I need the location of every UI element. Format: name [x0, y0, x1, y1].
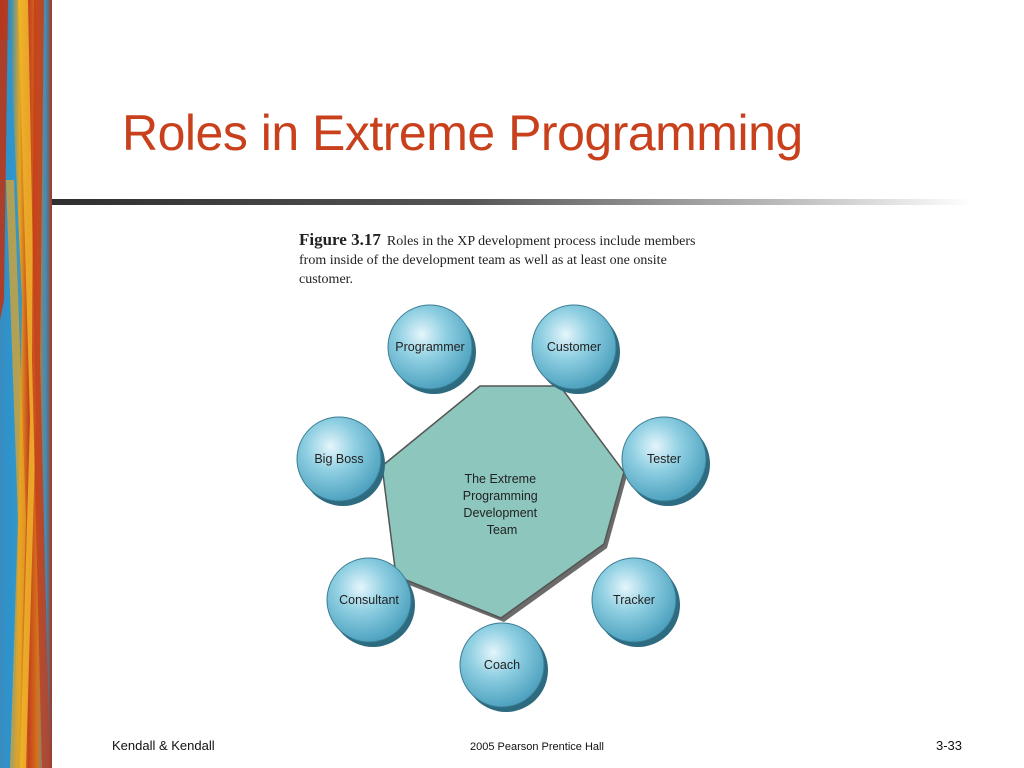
role-label-customer: Customer: [547, 340, 601, 354]
team-label: The Extreme Programming Development Team: [463, 472, 542, 537]
team-heptagon: [381, 385, 625, 619]
team-label-line-1: The Extreme: [464, 472, 536, 486]
role-coach: Coach: [459, 622, 548, 712]
role-big-boss: Big Boss: [296, 416, 385, 506]
xp-roles-diagram: The Extreme Programming Development Team…: [296, 304, 710, 712]
footer-left: Kendall & Kendall: [112, 738, 215, 753]
team-label-line-3: Development: [463, 506, 537, 520]
figure-label: Figure 3.17: [299, 230, 381, 249]
slide-number: 3-33: [936, 738, 963, 753]
role-label-tester: Tester: [647, 452, 681, 466]
role-customer: Customer: [531, 304, 620, 394]
role-label-tracker: Tracker: [613, 593, 655, 607]
role-label-coach: Coach: [484, 658, 520, 672]
role-programmer: Programmer: [387, 304, 476, 394]
role-label-programmer: Programmer: [395, 340, 464, 354]
figure-caption-text: Roles in the XP development process incl…: [299, 234, 696, 287]
title-divider: [52, 199, 972, 205]
footer-center: 2005 Pearson Prentice Hall: [470, 741, 604, 753]
decorative-side-strip: [0, 0, 52, 768]
role-label-consultant: Consultant: [339, 593, 399, 607]
role-tester: Tester: [621, 416, 710, 506]
role-consultant: Consultant: [326, 557, 415, 647]
slide-title: Roles in Extreme Programming: [122, 105, 803, 161]
role-label-big-boss: Big Boss: [314, 452, 363, 466]
role-tracker: Tracker: [591, 557, 680, 647]
team-label-line-2: Programming: [463, 489, 538, 503]
team-label-line-4: Team: [487, 523, 518, 537]
